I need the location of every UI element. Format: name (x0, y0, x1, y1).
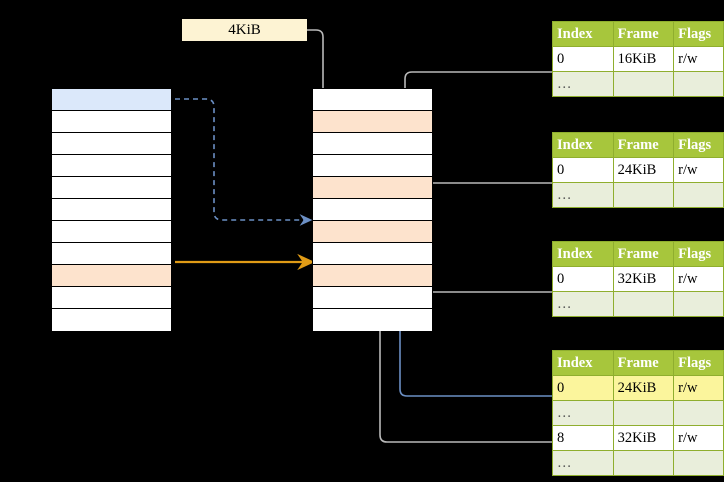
cell-frame: 24KiB (612, 157, 675, 183)
virtual-page-cell-0 (52, 89, 171, 111)
cell-index: … (552, 71, 614, 97)
cell-flags (673, 71, 724, 97)
cell-index: 0 (552, 46, 614, 72)
column-header-index: Index (552, 350, 614, 376)
virtual-page-cell-8 (52, 265, 171, 287)
physical-frame-cell-7 (313, 243, 432, 265)
cell-flags (673, 182, 724, 208)
column-header-index: Index (552, 132, 614, 158)
physical-frame-cell-8 (313, 265, 432, 287)
cell-index: 0 (552, 375, 614, 401)
physical-frame-cell-3 (313, 155, 432, 177)
cell-frame (612, 71, 675, 97)
virtual-page-cell-3 (52, 155, 171, 177)
cell-flags (673, 400, 724, 426)
column-header-flags: Flags (673, 132, 724, 158)
table-row[interactable]: … (552, 182, 724, 208)
cell-index: … (552, 291, 614, 317)
physical-frame-cell-5 (313, 199, 432, 221)
cell-index: … (552, 182, 614, 208)
column-header-flags: Flags (673, 21, 724, 47)
cell-flags: r/w (673, 375, 724, 401)
column-header-flags: Flags (673, 241, 724, 267)
table-row[interactable]: … (552, 71, 724, 97)
virtual-page-cell-2 (52, 133, 171, 155)
column-header-frame: Frame (612, 132, 675, 158)
physical-frame-cell-6 (313, 221, 432, 243)
cell-index: … (552, 400, 614, 426)
column-header-frame: Frame (612, 21, 675, 47)
cell-flags: r/w (673, 157, 724, 183)
table-row[interactable]: … (552, 450, 724, 476)
physical-frame-cell-0 (313, 89, 432, 111)
cell-flags (673, 450, 724, 476)
physical-frame-cell-1 (313, 111, 432, 133)
column-header-index: Index (552, 241, 614, 267)
virtual-page-cell-9 (52, 287, 171, 309)
virtual-page-cell-1 (52, 111, 171, 133)
physical-frame-cell-10 (313, 309, 432, 331)
page-size-label: 4KiB (182, 19, 307, 41)
cell-flags: r/w (673, 46, 724, 72)
cell-frame: 16KiB (612, 46, 675, 72)
wire-table2-to-memory (412, 182, 552, 227)
physical-frame-cell-4 (313, 177, 432, 199)
column-header-index: Index (552, 21, 614, 47)
physical-memory-column (312, 88, 433, 331)
cell-flags (673, 291, 724, 317)
cell-frame (612, 182, 675, 208)
table-row[interactable]: … (552, 400, 724, 426)
wire-virtual-page-to-frame-dashed (175, 98, 313, 226)
virtual-page-cell-6 (52, 221, 171, 243)
virtual-page-cell-4 (52, 177, 171, 199)
cell-index: 0 (552, 266, 614, 292)
cell-frame: 32KiB (612, 266, 675, 292)
virtual-page-cell-10 (52, 309, 171, 331)
cell-frame: 32KiB (612, 425, 675, 451)
table-row[interactable]: … (552, 291, 724, 317)
cell-flags: r/w (673, 266, 724, 292)
column-header-frame: Frame (612, 350, 675, 376)
cell-frame (612, 450, 675, 476)
column-header-frame: Frame (612, 241, 675, 267)
physical-frame-cell-2 (313, 133, 432, 155)
cell-index: 0 (552, 157, 614, 183)
virtual-page-cell-5 (52, 199, 171, 221)
physical-frame-cell-9 (313, 287, 432, 309)
cell-flags: r/w (673, 425, 724, 451)
column-header-flags: Flags (673, 350, 724, 376)
cell-frame: 24KiB (612, 375, 675, 401)
virtual-page-cell-7 (52, 243, 171, 265)
cell-index: … (552, 450, 614, 476)
cell-frame (612, 400, 675, 426)
cell-index: 8 (552, 425, 614, 451)
virtual-address-space-column (51, 88, 172, 331)
cell-frame (612, 291, 675, 317)
